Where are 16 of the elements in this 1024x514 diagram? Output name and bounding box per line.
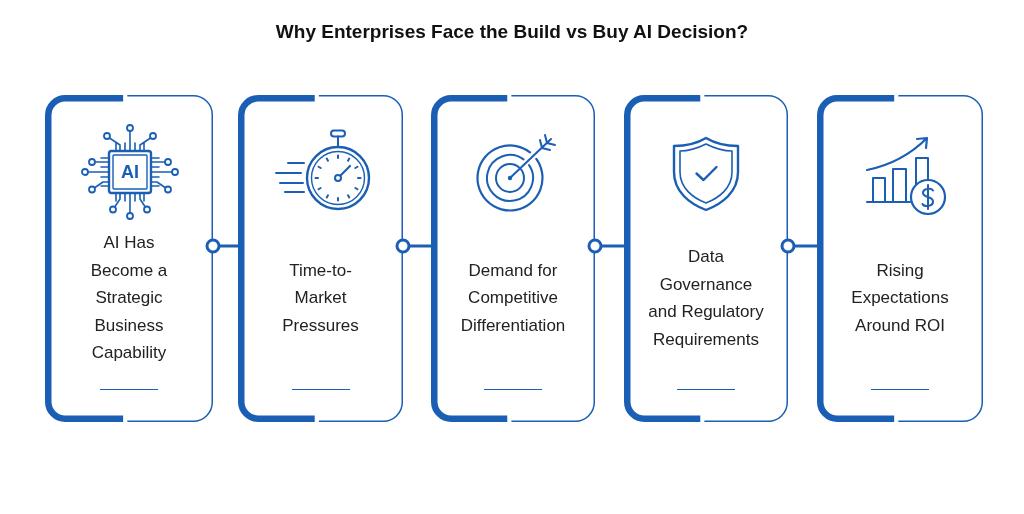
connector (587, 238, 624, 254)
connector (780, 238, 817, 254)
info-card (238, 95, 403, 422)
card-text: Rising Expectations Around ROI (850, 259, 950, 337)
title: Why Enterprises Face the Build vs Buy AI Decision? (275, 20, 749, 44)
card-text: Data Governance and Regulatory Requirements (647, 246, 765, 351)
info-card (45, 95, 213, 422)
info-card (817, 95, 983, 422)
card-text: AI Has Become a Strategic Business Capability (89, 232, 169, 365)
chip-text: AI (121, 162, 139, 182)
card-text: Demand for Competitive Differentiation (459, 259, 567, 337)
connector (395, 238, 431, 254)
card-text: Time-to-Market Pressures (281, 259, 360, 337)
connector (205, 238, 238, 254)
info-card (624, 95, 788, 422)
info-card (431, 95, 595, 422)
